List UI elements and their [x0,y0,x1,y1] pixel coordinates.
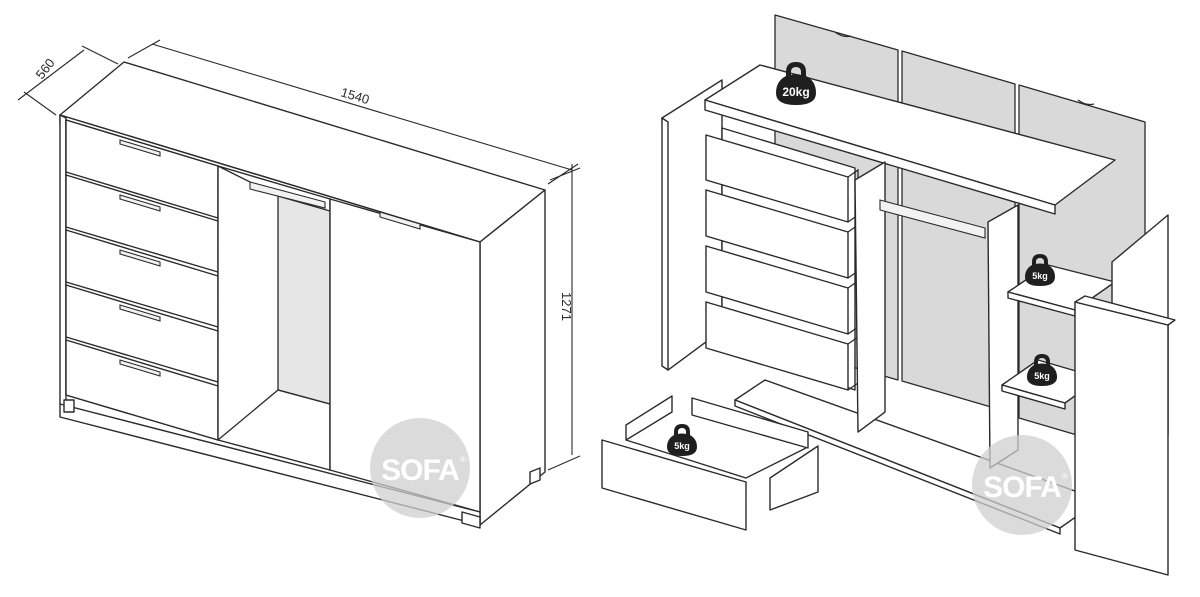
depth-label: 560 [33,56,58,82]
drawer-handle-4 [119,304,161,322]
pulled-drawer-right [769,445,819,511]
exploded-door [1074,301,1169,576]
pulled-drawer-bottom-line [625,439,807,479]
drawer-handle-3 [119,249,161,267]
watermark-mark-right: ® [1062,472,1068,481]
drawer-handle-1 [119,139,161,157]
right-inner-divider [987,204,1019,469]
height-label: 1271 [559,292,574,321]
kettlebell-icon [1025,254,1055,286]
weight-icon-shelf-lower: 5kg [1027,354,1057,386]
weight-icon-top: 20kg [776,62,816,105]
weight-label-shelf-upper: 5kg [1032,271,1048,281]
hanging-rail [249,181,326,209]
watermark-mark-left: ® [460,455,466,464]
sideboard-left-side [59,114,67,409]
weight-label-top: 20kg [782,85,809,99]
exploded-hanging-rail [879,199,986,239]
weight-label-drawer: 5kg [674,441,690,451]
kettlebell-icon [1027,354,1057,386]
drawer-handle-5 [119,359,161,377]
watermark-left: SOFA ® [370,418,470,518]
compartment-back [277,195,331,405]
pulled-drawer [601,395,819,531]
door-handle [379,211,421,230]
shelf-lower-edge [1001,384,1066,410]
width-label: 1540 [339,85,371,108]
exploded-drawers [705,134,859,391]
exploded-door-edge [1074,295,1176,326]
drawer-fronts [65,119,219,441]
weight-icon-drawer: 5kg [667,424,697,456]
watermark-right: SOFA ® [972,435,1072,535]
back-panel-notch-2 [1077,99,1095,106]
watermark-circle-right [972,435,1072,535]
watermark-text-right: SOFA [983,471,1061,504]
compartment-floor-line [217,389,331,441]
foot-left-front [63,399,75,413]
pulled-drawer-left [625,395,673,441]
middle-divider [854,161,886,433]
dimension-height: 1271 [547,164,581,471]
assembled-sideboard: 560 1540 1271 SOFA ® [17,39,581,529]
kettlebell-icon [667,424,697,456]
weight-icon-shelf-upper: 5kg [1025,254,1055,286]
weight-label-shelf-lower: 5kg [1034,371,1050,381]
foot-right-back [529,467,541,485]
exploded-top-edge [704,99,1056,215]
watermark-text-left: SOFA [381,454,459,487]
exploded-view: 20kg 5kg 5kg 5kg SOFA ® [601,14,1176,576]
open-compartment [217,165,331,471]
pulled-drawer-front [601,439,747,531]
foot-right-front [461,511,481,529]
watermark-circle-left [370,418,470,518]
back-panel-notch-1 [834,31,852,38]
side-panel-left-edge [661,117,669,371]
pulled-drawer-back [691,397,809,449]
kettlebell-icon [776,62,816,105]
drawer-handle-2 [119,194,161,212]
